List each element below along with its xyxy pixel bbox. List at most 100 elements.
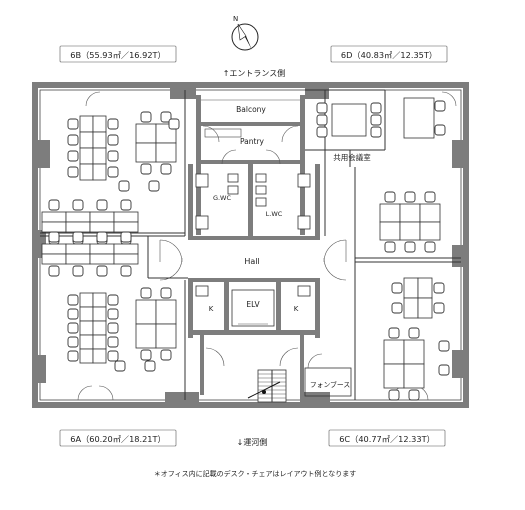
chair-icon (433, 282, 445, 294)
chair-icon (48, 199, 60, 211)
desk (403, 363, 425, 389)
unit-label-6a: 6A（60.20㎡／18.21T） (59, 429, 177, 447)
chair-icon (140, 163, 152, 175)
desk (79, 131, 94, 149)
chair-icon (404, 241, 416, 253)
chair-icon (107, 308, 119, 320)
chair-icon (148, 180, 160, 192)
desk (417, 297, 433, 319)
desk (92, 292, 107, 308)
balcony-label: Balcony (236, 105, 266, 114)
chair-icon (120, 265, 132, 277)
desk (79, 306, 94, 322)
chair-icon (434, 124, 446, 136)
chair-icon (438, 364, 450, 376)
chair-icon (408, 327, 420, 339)
desk (89, 211, 115, 223)
chair-icon (48, 231, 60, 243)
chair-icon (388, 389, 400, 401)
chair-icon (107, 118, 119, 130)
meeting-table (331, 103, 367, 137)
phone-booth-label: フォンブース (310, 380, 350, 389)
kitchen-right-label: K (294, 305, 299, 313)
chair-icon (67, 118, 79, 130)
unit-label-6d: 6D（40.83㎡／12.35T） (330, 45, 448, 63)
svg-text:6C（40.77㎡／12.33T）: 6C（40.77㎡／12.33T） (339, 434, 435, 444)
desk (79, 320, 94, 336)
chair-icon (316, 102, 328, 114)
desk (79, 115, 94, 133)
desk (417, 277, 433, 299)
desk (65, 221, 91, 233)
desk (113, 221, 139, 233)
chair-icon (391, 282, 403, 294)
chair-icon (140, 287, 152, 299)
desk (92, 131, 107, 149)
chair-icon (408, 389, 420, 401)
chair-icon (370, 102, 382, 114)
desk (419, 203, 441, 223)
north-arrow-icon: N (231, 15, 259, 51)
chair-icon (160, 111, 172, 123)
desk (113, 253, 139, 265)
stair (247, 369, 287, 403)
chair-icon (424, 241, 436, 253)
chair-icon (388, 327, 400, 339)
desk (379, 221, 401, 241)
chair-icon (67, 166, 79, 178)
footnote: ＊オフィス内に記載のデスク・チェアはレイアウト例となります (154, 469, 357, 478)
chair-icon (404, 191, 416, 203)
chair-icon (67, 134, 79, 146)
chair-icon (107, 336, 119, 348)
desk (41, 253, 67, 265)
chair-icon (118, 180, 130, 192)
chair-icon (160, 287, 172, 299)
desk (92, 115, 107, 133)
unit-label-6b: 6B（55.93㎡／16.92T） (59, 45, 177, 63)
desk (135, 299, 157, 325)
chair-icon (107, 294, 119, 306)
gwc-label: G.WC (213, 194, 232, 202)
chair-icon (140, 111, 152, 123)
chair-icon (96, 265, 108, 277)
chair-icon (370, 114, 382, 126)
desk (135, 123, 157, 144)
chair-icon (168, 118, 180, 130)
desk (135, 323, 157, 349)
desk (399, 221, 421, 241)
desk (135, 142, 157, 163)
chair-icon (384, 191, 396, 203)
desk (79, 334, 94, 350)
north-label: N (233, 15, 238, 23)
desk (41, 221, 67, 233)
lwc-label: L.WC (266, 210, 283, 218)
kitchen-left-label: K (209, 305, 214, 313)
desk (399, 203, 421, 223)
desk (155, 142, 177, 163)
chair-icon (96, 231, 108, 243)
desk (403, 339, 425, 365)
canal-label: ↓運河側 (237, 437, 268, 447)
desk (403, 277, 419, 299)
chair-icon (424, 191, 436, 203)
chair-icon (67, 336, 79, 348)
desk (403, 97, 435, 139)
svg-text:6D（40.83㎡／12.35T）: 6D（40.83㎡／12.35T） (341, 50, 437, 60)
desk (92, 348, 107, 364)
toilet-icon (195, 173, 311, 230)
chair-icon (391, 302, 403, 314)
outer-walls (32, 82, 469, 408)
desk (41, 211, 67, 223)
desk (113, 211, 139, 223)
chair-icon (316, 114, 328, 126)
svg-text:6A（60.20㎡／18.21T）: 6A（60.20㎡／18.21T） (70, 434, 165, 444)
elevator-label: ELV (246, 300, 260, 309)
chair-icon (67, 150, 79, 162)
furniture-layout (41, 97, 450, 401)
chair-icon (144, 360, 156, 372)
chair-icon (384, 241, 396, 253)
desk (89, 243, 115, 255)
chair-icon (96, 199, 108, 211)
chair-icon (140, 349, 152, 361)
